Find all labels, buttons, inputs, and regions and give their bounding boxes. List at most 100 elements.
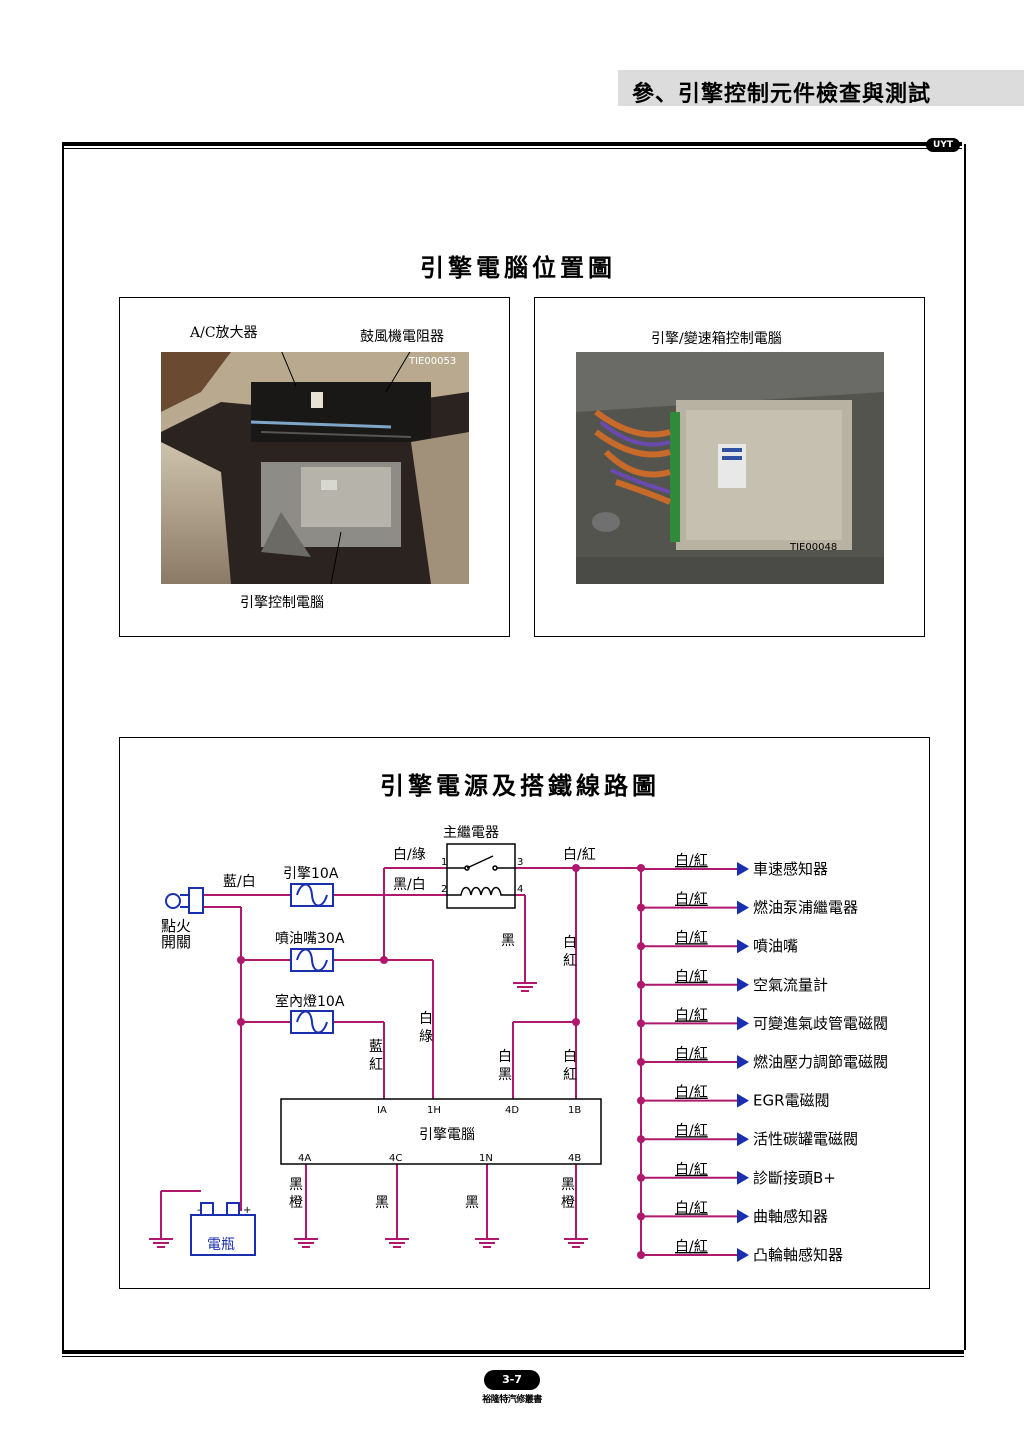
- ecu-photo-module: TIE00048: [576, 352, 884, 584]
- wiring-diagram-title: 引擎電源及搭鐵線路圖: [380, 772, 660, 800]
- output-wire-label: 白/紅: [675, 1046, 708, 1062]
- output-wire-label: 白/紅: [675, 853, 708, 869]
- ground-symbol: [294, 1238, 318, 1248]
- output-arrow: [737, 1055, 749, 1069]
- junction-dot: [637, 1135, 645, 1144]
- output-component-label: 診斷接頭B+: [753, 1169, 836, 1187]
- ecu-pin-1h: 1H: [427, 1105, 441, 1116]
- photo-code-left: TIE00053: [408, 356, 456, 367]
- svg-text:+: +: [243, 1205, 251, 1216]
- page-number: 3-7: [484, 1370, 540, 1390]
- vlabel-white-black: 白黑: [498, 1049, 512, 1083]
- left-photo-panel: A/C放大器 鼓風機電阻器 TIE00053: [119, 297, 510, 637]
- wire-label-blue-white: 藍/白: [223, 874, 256, 890]
- ground-symbol: [385, 1238, 409, 1248]
- ground-symbol: [475, 1238, 499, 1248]
- junction-dot: [637, 942, 645, 951]
- output-wire-label: 白/紅: [675, 1162, 708, 1178]
- wire-label-white-red-top: 白/紅: [563, 847, 596, 863]
- ecu-pin-ia: IA: [377, 1105, 387, 1116]
- svg-text:-: -: [197, 1205, 201, 1216]
- junction-dot: [637, 1096, 645, 1105]
- battery-label: 電瓶: [207, 1237, 235, 1253]
- vlabel-white-red-lower: 白紅: [563, 1049, 577, 1083]
- header-bar: [618, 70, 1024, 106]
- label-black-4c: 黑: [375, 1195, 389, 1211]
- output-component-label: 凸輪軸感知器: [753, 1246, 843, 1264]
- output-component-label: 空氣流量計: [753, 976, 828, 994]
- output-wire-label: 白/紅: [675, 1007, 708, 1023]
- vlabel-white-green: 白綠: [419, 1011, 433, 1045]
- output-component-label: 燃油泵浦繼電器: [753, 899, 858, 917]
- label-engine-transmission-ecu: 引擎/變速箱控制電腦: [651, 331, 782, 347]
- ground-symbol: [513, 982, 537, 992]
- ecu-pin-4d: 4D: [505, 1105, 519, 1116]
- junction-dot: [637, 1251, 645, 1259]
- bottom-rule-thin: [62, 1356, 964, 1357]
- relay-pin-3: 3: [517, 857, 523, 868]
- wire-label-black-white: 黑/白: [393, 877, 426, 893]
- relay-pin-1: 1: [441, 857, 447, 868]
- output-wire-label: 白/紅: [675, 1200, 708, 1216]
- output-component-label: EGR電磁閥: [753, 1092, 830, 1110]
- fuse-label-injector: 噴油嘴30A: [275, 931, 345, 947]
- output-arrow: [737, 1248, 749, 1262]
- output-component-label: 活性碳罐電磁閥: [753, 1130, 858, 1148]
- brand-logo: UYT: [926, 138, 960, 152]
- ground-symbol: [149, 1238, 173, 1248]
- vlabel-white-red-right: 白紅: [563, 935, 577, 969]
- ecu-location-title: 引擎電腦位置圖: [420, 254, 616, 282]
- ecu-photo-dashboard: TIE00053: [161, 352, 469, 584]
- chapter-title: 參、引擎控制元件檢查與測試: [632, 82, 932, 107]
- ecu-pin-1n: 1N: [479, 1153, 493, 1164]
- output-component-label: 燃油壓力調節電磁閥: [753, 1053, 888, 1071]
- output-arrow: [737, 900, 749, 915]
- ecu-pin-4a: 4A: [298, 1153, 311, 1164]
- output-wire-label: 白/紅: [675, 892, 708, 908]
- output-arrow: [737, 1209, 749, 1224]
- top-rule-thin: [62, 148, 962, 149]
- publisher-mark: 裕隆特汽修叢書: [482, 1395, 542, 1405]
- output-wire-label: 白/紅: [675, 930, 708, 946]
- bottom-rule: [62, 1350, 964, 1354]
- wire-label-white-green: 白/綠: [393, 847, 426, 863]
- output-wire-label: 白/紅: [675, 1123, 708, 1139]
- main-relay-label: 主繼電器: [443, 825, 499, 841]
- output-wire-label: 白/紅: [675, 969, 708, 985]
- output-component-label: 噴油嘴: [753, 937, 798, 955]
- ecu-pin-1b: 1B: [568, 1105, 581, 1116]
- output-component-label: 曲軸感知器: [753, 1207, 828, 1225]
- label-engine-ecu: 引擎控制電腦: [240, 595, 324, 611]
- wire-label-black: 黑: [501, 933, 515, 949]
- junction-dot: [637, 980, 645, 989]
- ecu-pin-4b: 4B: [568, 1153, 581, 1164]
- ignition-switch-label: 點火開關: [161, 917, 191, 951]
- fuse-label-room-lamp: 室內燈10A: [275, 993, 345, 1010]
- output-wire-label: 白/紅: [675, 1085, 708, 1101]
- wiring-diagram-panel: 藍/白 引擎10A 噴油嘴30A 室內燈10A 白/綠 黑/白 主繼電器 白/紅…: [119, 737, 930, 1289]
- fuse-label-engine: 引擎10A: [283, 866, 339, 882]
- output-arrow: [737, 1132, 749, 1147]
- ecu-label: 引擎電腦: [419, 1127, 475, 1143]
- output-arrow: [737, 1016, 749, 1031]
- label-black-1n: 黑: [465, 1195, 479, 1211]
- output-arrow: [737, 1093, 749, 1108]
- output-arrow: [737, 862, 749, 876]
- output-arrow: [737, 977, 749, 992]
- relay-pin-2: 2: [441, 884, 447, 895]
- relay-pin-4: 4: [517, 884, 523, 895]
- output-component-label: 可變進氣歧管電磁閥: [753, 1014, 888, 1032]
- ground-symbol: [564, 1238, 588, 1248]
- vlabel-black-orange-left: 黑橙: [289, 1177, 303, 1211]
- output-wire-label: 白/紅: [675, 1239, 708, 1255]
- junction-dot: [637, 1212, 645, 1221]
- output-arrow: [737, 1170, 749, 1185]
- junction-dot: [637, 903, 645, 912]
- label-ac-amplifier: A/C放大器: [190, 325, 258, 341]
- vlabel-black-orange-right: 黑橙: [561, 1177, 575, 1211]
- top-rule: [62, 142, 962, 146]
- junction-dot: [637, 1058, 645, 1066]
- vlabel-blue-red: 藍紅: [369, 1039, 383, 1073]
- wiring-diagram: 藍/白 引擎10A 噴油嘴30A 室內燈10A 白/綠 黑/白 主繼電器 白/紅…: [149, 825, 888, 1264]
- label-blower-resistor: 鼓風機電阻器: [360, 329, 444, 345]
